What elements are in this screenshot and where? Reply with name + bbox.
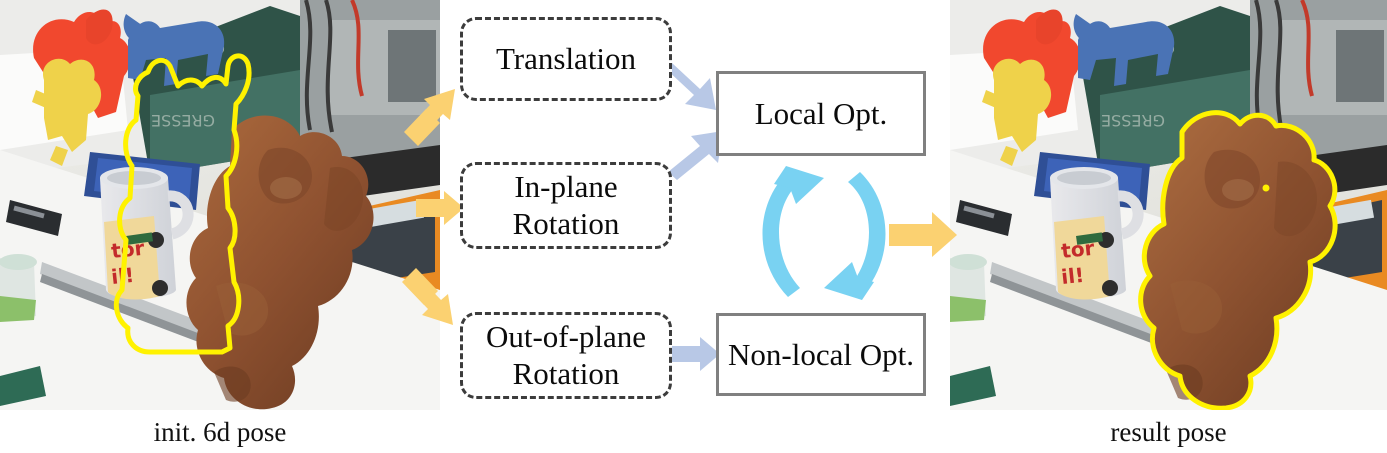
link-arrow-outplane-nonlocal [672,337,720,371]
svg-text:il!: il! [1060,263,1085,289]
node-translation[interactable]: Translation [460,17,672,101]
photo-result-pose: downl GRESSE [950,0,1387,410]
photo-init-pose: downl GRESSE [0,0,440,410]
photo-right-svg: downl GRESSE [950,0,1387,410]
node-translation-label: Translation [495,40,637,76]
link-arrow-inplane-local [668,131,723,180]
photo-left-svg: downl GRESSE [0,0,440,410]
node-local-opt[interactable]: Local Opt. [716,71,926,156]
node-outofplane-rotation-label: Out-of-plane Rotation [485,318,647,391]
node-inplane-rotation[interactable]: In-plane Rotation [460,162,672,249]
caption-init-pose: init. 6d pose [153,417,287,447]
node-inplane-rotation-label: In-plane Rotation [512,168,620,241]
node-nonlocal-opt-label: Non-local Opt. [728,336,914,372]
node-nonlocal-opt[interactable]: Non-local Opt. [716,313,926,396]
input-arrow-outplane [402,268,453,325]
output-arrow [889,212,957,257]
caption-result-pose: result pose [1110,417,1227,447]
svg-text:GRESSE: GRESSE [1101,111,1165,130]
input-arrow-inplane [416,191,464,225]
link-arrow-translation-local [666,63,716,110]
input-arrow-translation [404,89,455,146]
node-local-opt-label: Local Opt. [754,95,888,131]
cycle-arrows [762,166,886,300]
node-outofplane-rotation[interactable]: Out-of-plane Rotation [460,312,672,399]
svg-text:GRESSE: GRESSE [151,111,215,130]
